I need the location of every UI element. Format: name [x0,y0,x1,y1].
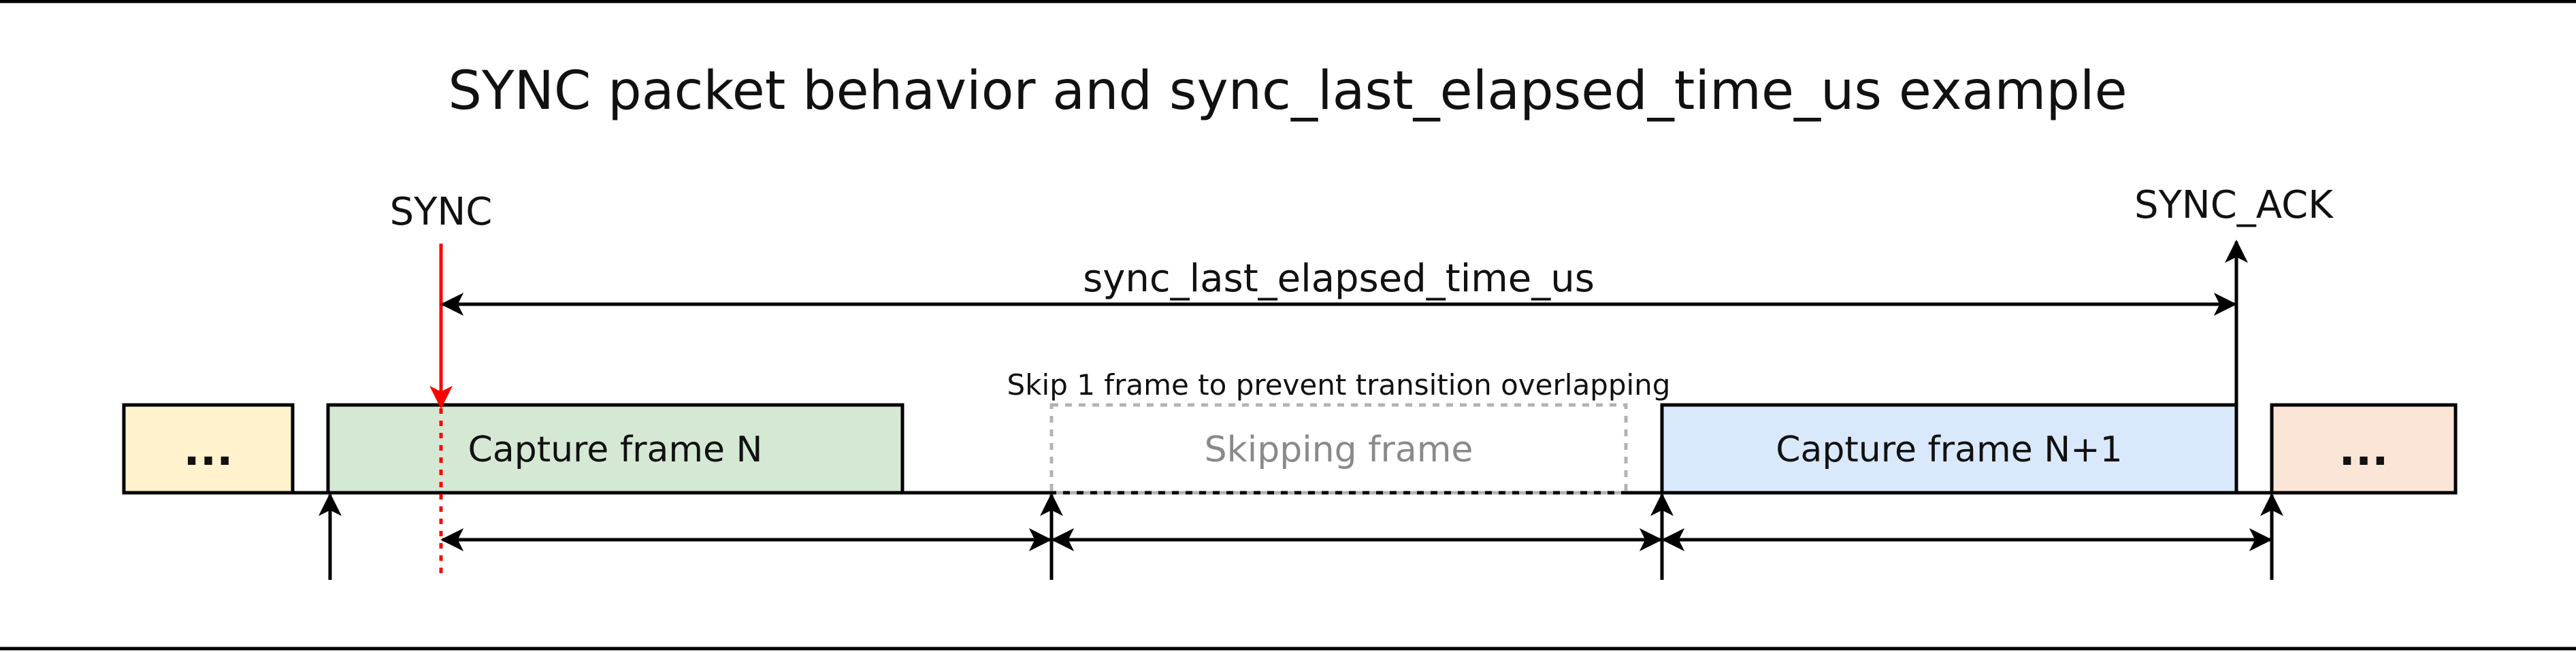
frame-n1-label: Capture frame N+1 [1776,429,2123,470]
frame-n1-box [1660,403,2238,495]
sync-ack-label: SYNC_ACK [2134,183,2334,227]
frame-next-label: ... [2339,425,2389,476]
frame-prev-box [122,403,295,495]
frame-n-box [326,403,904,495]
skip-note: Skip 1 frame to prevent transition overl… [1007,368,1671,402]
elapsed-time-label: sync_last_elapsed_time_us [1083,257,1595,301]
skipping-frame-box [1049,403,1628,495]
frame-n-label: Capture frame N [468,429,763,470]
sync-label: SYNC [390,190,493,234]
frame-next-box [2270,403,2458,495]
skipping-frame-label: Skipping frame [1205,429,1473,470]
diagram-title: SYNC packet behavior and sync_last_elaps… [448,61,2127,122]
frame-prev-label: ... [184,425,233,476]
